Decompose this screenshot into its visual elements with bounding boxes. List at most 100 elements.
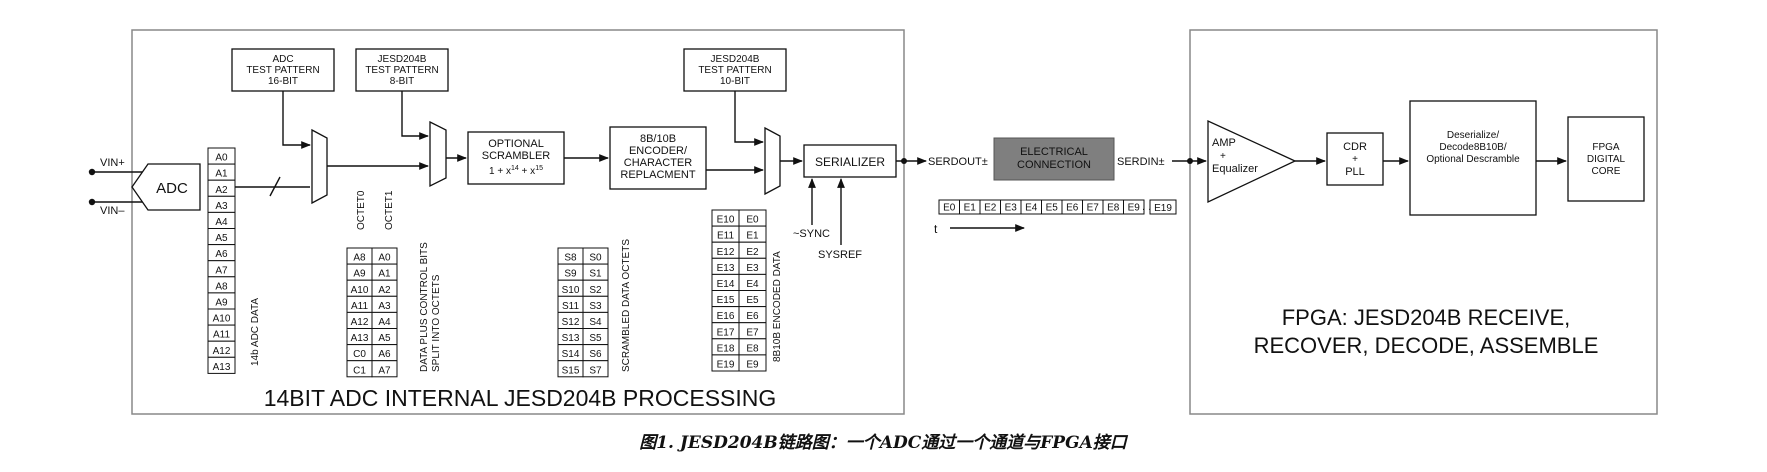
svg-text:CHARACTER: CHARACTER [624,157,693,169]
adc-frame [131,29,905,415]
serdout-label: SERDOUT± [928,156,988,168]
sysref-label: SYSREF [818,249,862,261]
octet-label-line2: SPLIT INTO OCTETS [431,274,442,372]
svg-text:TEST PATTERN: TEST PATTERN [246,65,319,76]
adc-bit-text: A8 [215,281,228,292]
mux-1 [311,128,328,205]
encoder-box [609,126,707,190]
amp-equalizer [1207,119,1297,204]
scrambled-s-text: S13 [562,333,580,344]
octet0-bit-text: A10 [351,285,369,296]
cdr-pll-box [1326,132,1384,186]
svg-text:PLL: PLL [1345,166,1365,178]
vin-plus-label: VIN+ [100,157,125,169]
encoded-table: E10E11E12E13E14E15E16E17E18E19E0E1E2E3E4… [711,209,767,372]
adc-bits-label: 14b ADC DATA [250,298,261,366]
encoded-e-text: E19 [717,360,735,371]
encoded-label: 8B10B ENCODED DATA [772,251,783,362]
adc-bit-text: A10 [213,314,231,325]
mux-2 [429,120,447,188]
octet1-bit-text: A3 [378,301,391,312]
adc-bit-text: A12 [213,346,231,357]
deserializer-box [1409,100,1537,216]
octet-label-line1: DATA PLUS CONTROL BITS [419,242,430,372]
encoded-e-text: E13 [717,263,735,274]
octet1-bit-text: A1 [378,269,391,280]
scrambled-s-text: S6 [589,349,602,360]
encoded-e-text: E0 [746,215,759,226]
encoded-e-text: E11 [717,231,734,242]
serial-e-text: E1 [964,203,977,214]
fpga-frame-title-line2: RECOVER, DECODE, ASSEMBLE [1254,333,1599,358]
adc-bit-text: A0 [215,153,228,164]
jesd-test-pattern-8bit-box [355,48,449,92]
octet1-bit-text: A7 [378,365,391,376]
svg-text:+: + [1220,151,1226,162]
svg-text:ELECTRICAL: ELECTRICAL [1020,146,1088,158]
encoded-e-text: E3 [746,263,759,274]
serial-e-text: E3 [1005,203,1018,214]
encoded-e-text: E5 [746,295,759,306]
encoded-e-text: E16 [717,311,735,322]
octet1-bit-cell [371,360,398,378]
octet1-bit-text: A2 [378,285,391,296]
svg-text:Equalizer: Equalizer [1212,163,1258,175]
octet0-bit-text: A11 [351,301,368,312]
encoded-e-text: E1 [746,231,759,242]
adc-bit-text: A7 [215,265,228,276]
scrambled-s-text: S11 [562,301,579,312]
scrambled-s-text: S0 [589,253,602,264]
octet0-bit-text: A13 [351,333,369,344]
scrambled-s-text: S14 [562,349,580,360]
svg-text:+: + [1352,154,1358,165]
scrambled-s-text: S15 [562,365,580,376]
encoded-e-text: E15 [717,295,735,306]
sync-label: ~SYNC [793,228,830,240]
svg-text:8-BIT: 8-BIT [390,76,414,87]
fpga-frame-title-line1: FPGA: JESD204B RECEIVE, [1282,305,1571,330]
serial-e-text: E2 [984,203,997,214]
scrambled-s-text: S8 [564,253,577,264]
fpga-digital-core-box [1567,116,1645,202]
adc-bit-text: A13 [213,362,231,373]
serial-last-cell [1149,199,1177,215]
adc-bit-text: A6 [215,249,228,260]
scrambled-s-text: S9 [564,269,577,280]
svg-text:ENCODER/: ENCODER/ [629,145,688,157]
adc-bit-text: A5 [215,233,228,244]
octet0-header: OCTET0 [356,190,367,230]
adc-label: ADC [156,180,188,197]
vin-minus-label: VIN– [100,205,125,217]
svg-text:JESD204B: JESD204B [711,54,760,65]
adc-bit-text: A11 [213,330,230,341]
svg-text:AMP: AMP [1212,137,1236,149]
svg-text:TEST PATTERN: TEST PATTERN [698,65,771,76]
svg-text:ADC: ADC [272,54,293,65]
figure-caption: 图1. JESD204B链路图：一个ADC通过一个通道与FPGA接口 [639,433,1129,453]
time-label: t [934,222,938,236]
svg-text:Deserialize/: Deserialize/ [1447,130,1499,141]
serial-e-text: E7 [1087,203,1100,214]
svg-text:Decode8B10B/: Decode8B10B/ [1439,142,1506,153]
adc-bit-text: A4 [215,217,228,228]
svg-text:REPLACMENT: REPLACMENT [620,169,695,181]
scrambled-s-text: S4 [589,317,602,328]
octet1-bit-text: A0 [378,253,391,264]
encoded-e-text: E17 [717,327,735,338]
serial-e-text: E9 [1128,203,1141,214]
adc-bit-text: A2 [215,185,228,196]
svg-text:FPGA: FPGA [1592,142,1620,153]
octet1-bit-text: A6 [378,349,391,360]
scrambled-s-text: S1 [589,269,602,280]
adc-frame-title: 14BIT ADC INTERNAL JESD204B PROCESSING [264,385,777,411]
encoded-e-text: E7 [746,327,759,338]
svg-text:10-BIT: 10-BIT [720,76,750,87]
serial-e-cell [1123,199,1145,215]
fpga-frame [1189,29,1658,415]
svg-text:16-BIT: 16-BIT [268,76,298,87]
scrambled-s-text: S12 [562,317,580,328]
octet1-header: OCTET1 [384,190,395,230]
svg-text:TEST PATTERN: TEST PATTERN [365,65,438,76]
